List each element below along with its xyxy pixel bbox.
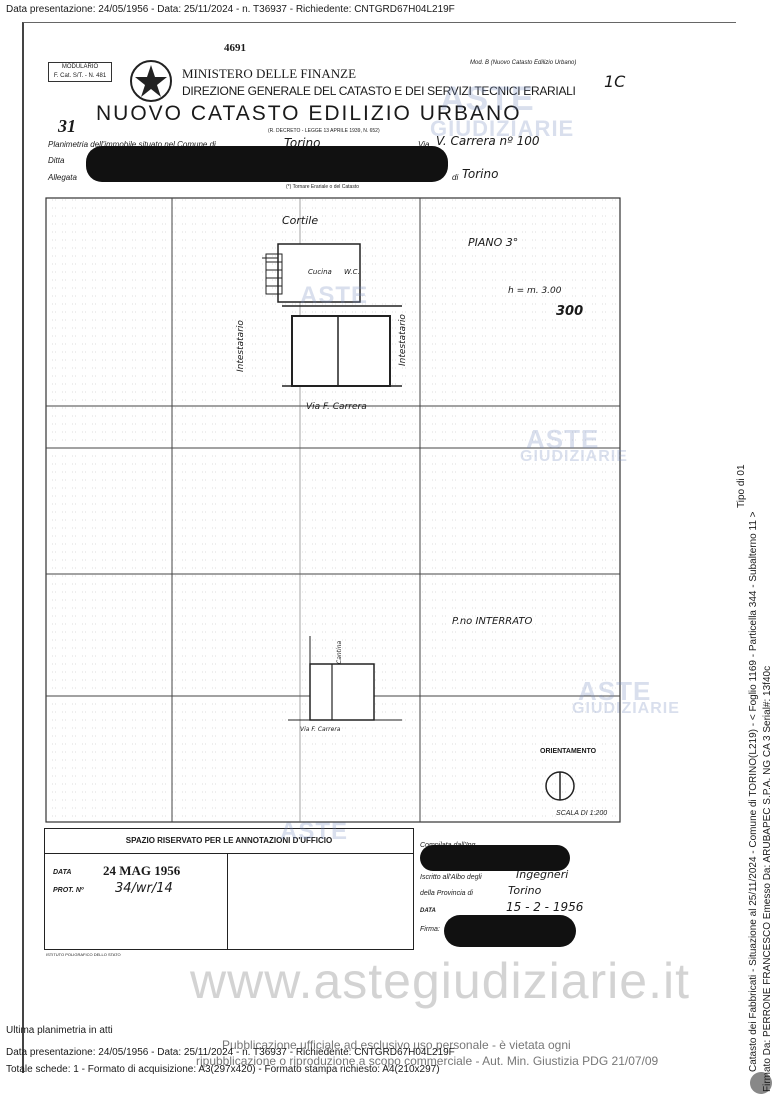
piano-label: PIANO 3° <box>468 236 519 249</box>
scale-label: SCALA DI 1:200 <box>556 810 608 817</box>
watermark-giudiziarie-4: GIUDIZIARIE <box>572 700 680 717</box>
orientamento-label: ORIENTAMENTO <box>540 748 597 755</box>
office-date-label: DATA <box>53 869 72 876</box>
ministry-title: MINISTERO DELLE FINANZE <box>182 66 357 81</box>
decree-note: (R. DECRETO - LEGGE 13 APRILE 1939, N. 6… <box>268 128 380 134</box>
form-sheet <box>22 22 736 1073</box>
di-label: di <box>452 173 459 182</box>
office-date-value: 24 MAG 1956 <box>103 863 181 878</box>
allegata-label: Allegata <box>48 173 77 182</box>
direction-title: DIREZIONE GENERALE DEL CATASTO E DEI SER… <box>182 84 576 98</box>
stamp-number: 4691 <box>224 42 246 54</box>
basement-label: P.no INTERRATO <box>452 616 533 627</box>
watermark-giudiziarie-3: GIUDIZIARIE <box>520 448 628 465</box>
sheet-number: 31 <box>58 116 76 136</box>
planimetria-label: Planimetria dell'immobile situato nel Co… <box>48 140 216 149</box>
printer-note: ISTITUTO POLIGRAFICO DELLO STATO <box>46 952 121 957</box>
corner-mark: 1C <box>604 72 626 91</box>
watermark-aste-3: ASTE <box>526 424 600 454</box>
main-title: NUOVO CATASTO EDILIZIO URBANO <box>96 102 522 125</box>
office-box: SPAZIO RISERVATO PER LE ANNOTAZIONI D'UF… <box>44 828 414 950</box>
provincia-label: della Provincia di <box>420 890 473 897</box>
modulario-code: F. Cat. S/T. - N. 481 <box>53 73 107 79</box>
publication-note-2: ripubblicazione o riproduzione a scopo c… <box>196 1054 659 1068</box>
via-value: V. Carrera nº 100 <box>436 134 540 148</box>
modulario-box: MODULARIO F. Cat. S/T. - N. 481 <box>48 62 112 82</box>
watermark-aste-4: ASTE <box>578 676 652 706</box>
cucina-label: Cucina <box>308 268 332 276</box>
italian-emblem-icon <box>130 60 172 102</box>
provincia-value: Torino <box>508 884 542 897</box>
redacted-signature <box>444 915 576 947</box>
cantina-label: Cantina <box>336 640 343 664</box>
side-tag: Tipo di 01 <box>736 464 747 508</box>
footer-line-1: Data presentazione: 24/05/1956 - Data: 2… <box>6 1047 455 1058</box>
publication-note-1: Pubblicazione ufficiale ad esclusivo uso… <box>222 1038 571 1052</box>
street-label-lower: Via F. Carrera <box>300 726 341 733</box>
mod-ref: Mod. B (Nuovo Catasto Edilizio Urbano) <box>470 60 577 66</box>
side-cadastral-line: Catasto dei Fabbricati - Situazione al 2… <box>748 511 759 1073</box>
watermark-giudiziarie-1: GIUDIZIARIE <box>430 116 575 141</box>
compilata-date-value: 15 - 2 - 1956 <box>506 900 584 914</box>
firma-label: Firma: <box>420 926 440 933</box>
modulario-label: MODULARIO <box>61 64 99 70</box>
height-label: h = m. 3.00 <box>508 286 562 296</box>
floor-plan-drawing <box>45 197 621 823</box>
office-prot-label: PROT. Nº <box>53 887 84 894</box>
intestatario-left: Intestatario <box>236 320 246 372</box>
redacted-engineer <box>420 845 570 871</box>
compilata-date-label: DATA <box>420 908 436 914</box>
iscritto-label: Iscritto all'Albo degli <box>420 874 482 881</box>
office-prot-value: 34/wr/14 <box>115 881 173 896</box>
height-value: 300 <box>556 304 584 319</box>
wc-label: W.C. <box>344 268 360 276</box>
iscritto-value: Ingegneri <box>516 868 569 881</box>
ultima-label: Ultima planimetria in atti <box>6 1025 113 1036</box>
office-title: SPAZIO RISERVATO PER LE ANNOTAZIONI D'UF… <box>45 829 413 854</box>
side-signature-line: Firmato Da: PERRONE FRANCESCO Emesso Da:… <box>762 665 773 1092</box>
via-label: Via <box>418 140 430 149</box>
watermark-aste-2: ASTE <box>300 282 369 309</box>
watermark-aste-5: ASTE <box>280 818 349 845</box>
ditta-label: Ditta <box>48 156 65 165</box>
seal-icon <box>750 1072 772 1094</box>
intestatario-right: Intestatario <box>398 314 408 366</box>
watermark-aste-1: ASTE <box>440 80 535 118</box>
di-value: Torino <box>462 167 499 181</box>
watermark-site: www.astegiudiziarie.it <box>190 953 690 1009</box>
cortile-label: Cortile <box>282 214 319 227</box>
header-line: Data presentazione: 24/05/1956 - Data: 2… <box>6 4 455 15</box>
office-stamp-area <box>45 853 228 949</box>
redacted-owner <box>86 146 448 182</box>
street-label-upper: Via F. Carrera <box>306 402 367 412</box>
form-note: (*) Tornare Erariale o del Catasto <box>286 184 359 190</box>
footer-line-2: Totale schede: 1 - Formato di acquisizio… <box>6 1064 440 1075</box>
